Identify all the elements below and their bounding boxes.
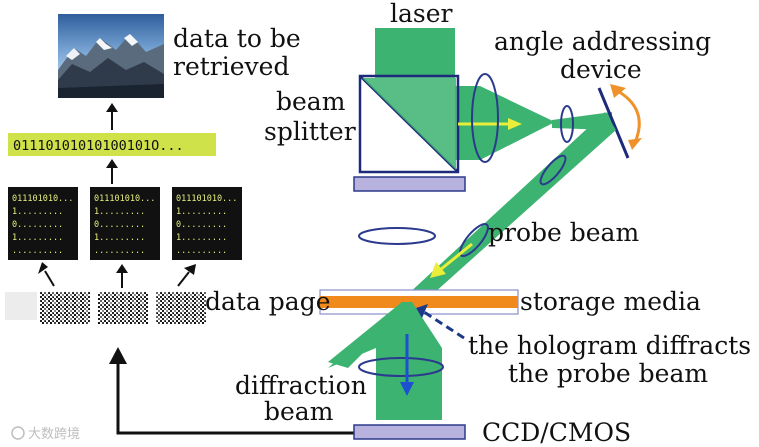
data-block-1: 011101010... 1......... 0......... 1....… xyxy=(8,187,78,260)
data-block-2: 011101010... 1......... 0......... 1....… xyxy=(90,187,160,260)
block3-line: 0......... xyxy=(176,220,227,230)
block1-line: 011101010... xyxy=(12,194,73,204)
rotation-arrow-icon xyxy=(610,84,642,150)
block3-line: 011101010... xyxy=(176,194,237,204)
label-the-probe-beam: the probe beam xyxy=(508,359,708,388)
bitstream-bar xyxy=(8,133,216,156)
ccd-cmos-detector xyxy=(353,424,466,440)
lens-5 xyxy=(358,227,436,245)
block2-line: 0......... xyxy=(94,220,145,230)
feedback-arrow xyxy=(109,347,354,435)
label-data-to-be: data to be xyxy=(173,24,301,53)
label-device: device xyxy=(560,55,642,84)
lens-3 xyxy=(539,154,567,186)
data-block-3: 011101010... 1......... 0......... 1....… xyxy=(172,187,242,260)
block2-line: 1......... xyxy=(94,207,145,217)
label-retrieved: retrieved xyxy=(173,52,289,81)
blue-arrow-down xyxy=(400,334,414,396)
block3-line: .......... xyxy=(176,246,227,256)
label-data-page: data page xyxy=(205,287,331,316)
block1-line: .......... xyxy=(12,246,63,256)
yellow-arrow-right xyxy=(458,118,522,130)
lens-4 xyxy=(459,223,489,257)
arrow-page3-to-block3 xyxy=(177,264,196,287)
block2-line: 011101010... xyxy=(94,194,155,204)
block2-line: 1......... xyxy=(94,233,145,243)
hologram-dashed-arrow xyxy=(416,304,465,340)
label-beam: beam xyxy=(276,87,346,116)
label-splitter: splitter xyxy=(264,117,356,146)
retrieved-image xyxy=(58,14,164,98)
label-diffraction-beam: beam xyxy=(264,397,334,426)
block1-line: 0......... xyxy=(12,220,63,230)
arrow-page2-to-block2 xyxy=(116,264,128,288)
arrow-to-bitstream xyxy=(106,159,118,184)
label-hologram-diffracts: the hologram diffracts xyxy=(468,331,751,360)
block3-line: 1......... xyxy=(176,207,227,217)
block1-line: 1......... xyxy=(12,207,63,217)
faded-page xyxy=(5,292,37,320)
lens-1 xyxy=(471,73,499,163)
data-page-image-2 xyxy=(98,292,148,324)
label-storage-media: storage media xyxy=(520,287,701,316)
yellow-arrow-diagonal xyxy=(430,242,473,278)
diffraction-beam xyxy=(328,302,442,420)
label-laser: laser xyxy=(390,0,453,28)
reference-detector xyxy=(353,176,466,192)
laser-beam xyxy=(375,28,455,78)
label-ccd-cmos: CCD/CMOS xyxy=(482,418,631,447)
lens-2 xyxy=(560,105,574,143)
label-angle-addressing: angle addressing xyxy=(494,27,711,56)
block3-line: 1......... xyxy=(176,233,227,243)
label-diffraction: diffraction xyxy=(235,371,367,400)
arrow-page1-to-block1 xyxy=(38,262,55,287)
block1-line: 1......... xyxy=(12,233,63,243)
block2-line: .......... xyxy=(94,246,145,256)
diffraction-beam-left-edge xyxy=(328,302,412,368)
data-page-image-3 xyxy=(156,292,206,324)
watermark: 大数跨境 xyxy=(11,426,80,442)
arrow-to-image xyxy=(106,103,118,130)
lens-6 xyxy=(358,357,444,377)
watermark-text: 大数跨境 xyxy=(28,427,80,442)
label-probe-beam: probe beam xyxy=(488,218,639,247)
beam-splitter xyxy=(358,74,460,174)
angle-mirror xyxy=(597,87,630,159)
bitstream-text: 01110101010100101O... xyxy=(13,138,184,154)
data-page-image-1 xyxy=(40,292,90,324)
